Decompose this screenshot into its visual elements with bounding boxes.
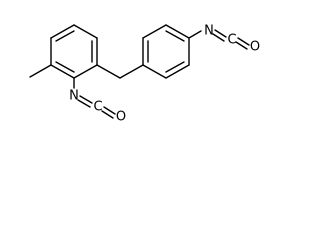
ring-bond	[73, 64, 98, 79]
top-co-double-bond	[235, 41, 248, 50]
chemical-structure-diagram: N C O N C O	[29, 24, 260, 125]
ring-bond	[50, 64, 75, 79]
top-co-double-bond	[237, 37, 250, 46]
ring-bond	[165, 24, 190, 39]
bottom-co-double-bond	[103, 106, 116, 115]
top-oxygen-label: O	[250, 40, 260, 55]
ring-bond	[50, 24, 75, 39]
ring-bond	[73, 24, 98, 39]
bottom-oxygen-label: O	[116, 110, 126, 125]
ring-bond	[165, 64, 190, 79]
top-n-bond	[188, 30, 202, 39]
top-carbon-label: C	[227, 33, 236, 48]
ring-double-bond	[165, 61, 185, 73]
bottom-nc-double-bond	[77, 99, 91, 108]
ring-double-bond	[55, 61, 75, 73]
methyl-bond	[29, 64, 52, 78]
methylene-bond-right	[119, 64, 144, 79]
ring-double-bond	[165, 30, 185, 42]
top-nitrogen-label: N	[204, 24, 214, 39]
bottom-nitrogen-label: N	[69, 89, 79, 104]
ring-bond	[142, 24, 167, 39]
bottom-carbon-label: C	[93, 100, 102, 115]
right-benzene-ring	[142, 24, 190, 79]
bottom-nc-double-bond	[79, 95, 93, 104]
top-nc-double-bond	[214, 29, 227, 38]
ring-bond	[142, 64, 167, 79]
bottom-co-double-bond	[101, 110, 114, 119]
left-benzene-ring	[50, 24, 98, 79]
methylene-bond-left	[96, 64, 121, 79]
top-nc-double-bond	[212, 33, 225, 42]
ring-double-bond	[55, 30, 75, 42]
